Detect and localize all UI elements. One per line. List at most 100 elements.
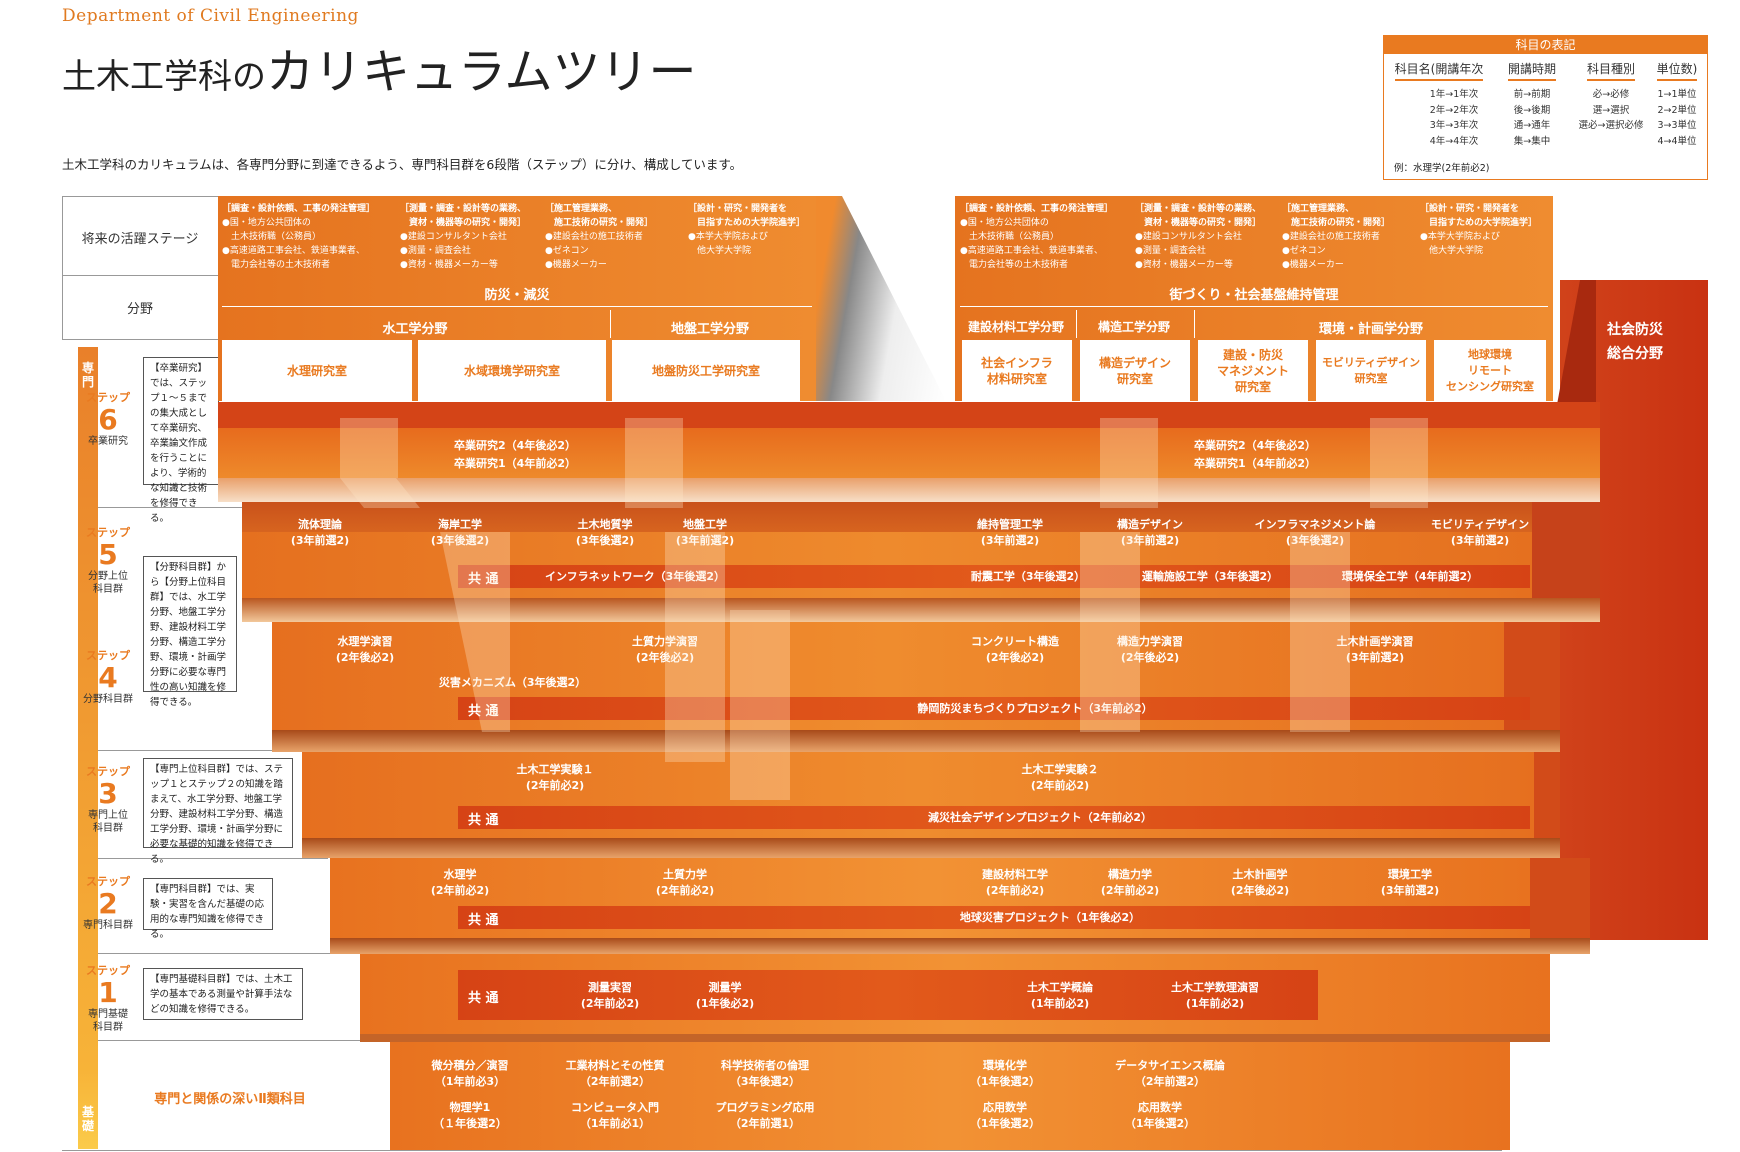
sidecol-top: 専門 [81, 361, 94, 389]
kiso-course-7: コンピュータ入門（1年前必1） [571, 1101, 659, 1130]
left-domain: 防災・減災 [484, 288, 550, 303]
s5-course-5: 維持管理工学(3年前選2) [977, 518, 1043, 547]
sidecol-bottom: 基礎 [81, 1105, 94, 1133]
lab-bousai: 建設・防災 マネジメント 研究室 [1198, 340, 1308, 402]
s6-left-1: 卒業研究2（4年後必2） [454, 439, 576, 452]
legend-example: 例：水理学(2年前必2) [1394, 163, 1490, 174]
right-career-2: ［測量・調査・設計等の業務、 資材・機器等の研究・開発］●建設コンサルタント会社… [1135, 204, 1262, 270]
kiso-label: 専門と関係の深いⅡ類科目 [154, 1092, 306, 1107]
lab-infra: 社会インフラ 材料研究室 [962, 340, 1072, 402]
kiso-course-6: 物理学1（１年後選2） [433, 1101, 507, 1130]
left-career-4: ［設計・研究・開発者を 目指すための大学院進学］●本学大学院および 他大学大学院 [688, 204, 806, 256]
legend-title: 科目の表記 [1384, 36, 1707, 54]
step-2-desc: 【専門科目群】では、実験・実習を含んだ基礎の応用的な専門知識を修得できる。 [143, 878, 273, 940]
s2-course-1: 水理学(2年前必2) [430, 868, 490, 897]
s3-course-2: 土木工学実験２(2年前必2) [1021, 763, 1099, 792]
field-kankyo: 環境・計画学分野 [1318, 322, 1423, 337]
s4-common-1: 静岡防災まちづくりプロジェクト（3年前必2） [917, 702, 1153, 715]
s2-common-label: 共 通 [468, 913, 499, 928]
s2-course-5: 土木計画学(2年後必2) [1230, 868, 1290, 897]
s5-common-strip [458, 565, 1530, 588]
left-career-2: ［測量・調査・設計等の業務、 資材・機器等の研究・開発］●建設コンサルタント会社… [400, 204, 527, 270]
s5-course-6: 構造デザイン(3年前選2) [1117, 518, 1183, 547]
s2-course-4: 構造力学(2年前必2) [1100, 868, 1160, 897]
s5-course-8: モビリティデザイン(3年前選2) [1430, 518, 1530, 547]
legend-col-type: 科目種別 必→必修選→選択選必→選択必修 [1578, 62, 1644, 131]
lab-suiiki: 水域環境学研究室 [418, 340, 606, 402]
right-domain: 街づくり・社会基盤維持管理 [1169, 288, 1339, 303]
lab-kozo: 構造デザイン 研究室 [1080, 340, 1190, 402]
s2-common-strip [458, 906, 1530, 929]
step-6-desc: 【卒業研究】では、ステップ１～５までの集大成として卒業研究、卒業論文作成を行うこ… [143, 357, 219, 524]
department-name: Department of Civil Engineering [62, 6, 359, 26]
s5-common-3: 運輸施設工学（3年後選2） [1141, 570, 1279, 583]
kiso-course-10: 応用数学（1年後選2） [1124, 1101, 1196, 1130]
left-career-1: ［調査・設計依頼、工事の発注管理］●国・地方公共団体の 土木技術職（公務員）●高… [222, 204, 376, 270]
right-career-4: ［設計・研究・開発者を 目指すための大学院進学］●本学大学院および 他大学大学院 [1420, 204, 1538, 256]
row-label-career: 将来の活躍ステージ [81, 232, 199, 247]
s3-common-label: 共 通 [468, 813, 499, 828]
step-5-desc: 【分野科目群】から【分野上位科目群】では、水工学分野、地盤工学分野、建設材料工学… [143, 556, 237, 708]
s3-course-1: 土木工学実験１(2年前必2) [516, 763, 594, 792]
step-3-desc: 【専門上位科目群】では、ステップ１とステップ２の知識を踏まえて、水工学分野、地盤… [143, 758, 293, 865]
s5-course-7: インフラマネジメント論(3年後選2) [1254, 518, 1376, 547]
s1-common-label: 共 通 [468, 991, 499, 1006]
s2-course-2: 土質力学(2年前必2) [655, 868, 715, 897]
s5-common-label: 共 通 [468, 572, 499, 587]
s2-course-3: 建設材料工学(2年前必2) [982, 868, 1048, 897]
kiso-course-1: 微分積分／演習（1年前必3） [431, 1059, 509, 1088]
s4-course-4: 構造力学演習(2年後必2) [1117, 635, 1183, 664]
field-zairyo: 建設材料工学分野 [967, 320, 1064, 334]
lab-jiban: 地盤防災工学研究室 [612, 340, 800, 402]
s5-course-3: 土木地質学(3年後選2) [575, 518, 635, 547]
s4-course-2: 土質力学演習(2年後必2) [632, 635, 698, 664]
kiso-course-4: 環境化学（1年後選2） [969, 1059, 1041, 1088]
s6-right-2: 卒業研究1（4年前必2） [1194, 457, 1316, 470]
field-kozo: 構造工学分野 [1097, 320, 1170, 334]
left-career-3: ［施工管理業務、 施工技術の研究・開発］●建設会社の施工技術者●ゼネコン●機器メ… [545, 204, 654, 270]
s5-common-4: 環境保全工学（4年前選2） [1341, 570, 1479, 583]
social-label: 社会防災 総合分野 [1607, 322, 1663, 362]
intro-text: 土木工学科のカリキュラムは、各専門分野に到達できるよう、専門科目群を6段階（ステ… [62, 157, 743, 172]
lab-mobility: モビリティデザイン 研究室 [1316, 340, 1426, 402]
s1-course-3: 土木工学概論(1年前必2) [1027, 981, 1093, 1010]
s1-course-4: 土木工学数理演習(1年前必2) [1171, 981, 1259, 1010]
field-jiban: 地盤工学分野 [670, 322, 749, 337]
s5-course-4: 地盤工学(3年前選2) [675, 518, 735, 547]
right-career-3: ［施工管理業務、 施工技術の研究・開発］●建設会社の施工技術者●ゼネコン●機器メ… [1282, 204, 1391, 270]
kiso-course-5: データサイエンス概論（2年前選2） [1115, 1059, 1225, 1088]
s1-common-strip [458, 970, 1318, 1020]
s1-course-2: 測量学(1年後必2) [695, 981, 755, 1010]
step-column: 専門 基礎 [78, 347, 98, 1149]
s5-common-1: インフラネットワーク（3年後選2） [545, 570, 725, 583]
s4-extra: 災害メカニズム（3年後選2） [438, 676, 587, 689]
s5-course-2: 海岸工学(3年後選2) [430, 518, 490, 547]
s5-course-1: 流体理論(3年前選2) [290, 518, 350, 547]
s4-course-1: 水理学演習(2年後必2) [335, 635, 395, 664]
legend-col-term: 開講時期 前→前期後→後期通→通年集→集中 [1507, 62, 1556, 147]
s1-course-1: 測量実習(2年前必2) [580, 981, 640, 1010]
page-title: 土木工学科のカリキュラムツリー [62, 44, 697, 100]
s4-course-5: 土木計画学演習(3年前選2) [1336, 635, 1414, 664]
s6-left-2: 卒業研究1（4年前必2） [454, 457, 576, 470]
s4-common-strip [458, 697, 1530, 720]
lab-remote: 地球環境 リモート センシング研究室 [1434, 340, 1546, 402]
s2-common-1: 地球災害プロジェクト（1年後必2） [959, 911, 1141, 924]
s6-right-1: 卒業研究2（4年後必2） [1194, 439, 1316, 452]
s2-course-6: 環境工学(3年前選2) [1380, 868, 1440, 897]
kiso-course-3: 科学技術者の倫理（3年後選2） [721, 1059, 809, 1088]
right-career-1: ［調査・設計依頼、工事の発注管理］●国・地方公共団体の 土木技術職（公務員）●高… [960, 204, 1114, 270]
kiso-course-2: 工業材料とその性質（2年前選2） [565, 1059, 665, 1088]
s3-common-strip [458, 806, 1530, 829]
lab-suiri: 水理研究室 [222, 340, 412, 402]
field-suiko: 水工学分野 [382, 322, 448, 337]
kiso-course-9: 応用数学（1年後選2） [969, 1101, 1041, 1130]
